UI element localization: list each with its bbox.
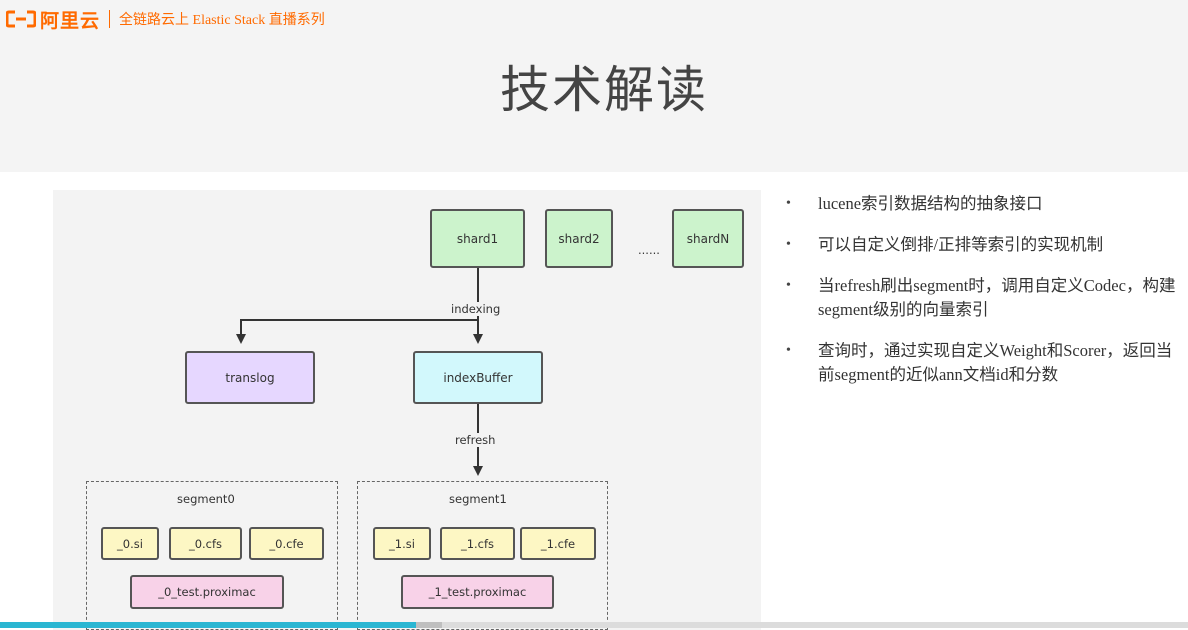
segment1-label: segment1 [449,492,507,506]
segment1-cfe-file: _1.cfe [520,527,596,560]
bullet-text: 查询时，通过实现自定义Weight和Scorer，返回当前segment的近似a… [818,341,1173,384]
bullet-text: 可以自定义倒排/正排等索引的实现机制 [818,235,1104,254]
playback-progress-bar[interactable] [0,622,1188,628]
segment0-cfe-file: _0.cfe [249,527,324,560]
bullet-dot-icon: • [786,343,791,358]
segment0-cfs-file: _0.cfs [169,527,242,560]
shard2-node: shard2 [545,209,613,268]
bullet-item: • 可以自定义倒排/正排等索引的实现机制 [785,233,1180,257]
translog-node: translog [185,351,315,404]
slide-title: 技术解读 [500,61,708,119]
refresh-edge-label: refresh [453,433,498,447]
shard1-node: shard1 [430,209,525,268]
bullet-dot-icon: • [786,278,791,293]
aliyun-logo-icon [6,10,36,28]
brand-subtitle: 全链路云上 Elastic Stack 直播系列 [119,13,325,28]
brand-name: 阿里云 [40,9,101,32]
bullet-text: lucene索引数据结构的抽象接口 [818,194,1043,213]
shardN-node: shardN [672,209,744,268]
playback-scrubber-handle[interactable] [415,622,442,628]
segment1-si-file: _1.si [373,527,431,560]
bullet-item: • lucene索引数据结构的抽象接口 [785,192,1180,216]
edge-shard-to-translog [236,268,479,344]
indexbuffer-node: indexBuffer [413,351,543,404]
architecture-diagram: shard1 shard2 ...... shardN indexing tra… [53,190,761,630]
brand-bar: 阿里云 全链路云上 Elastic Stack 直播系列 [6,6,325,32]
bullet-text: 当refresh刷出segment时，调用自定义Codec，构建segment级… [818,276,1176,319]
segment0-proximac-file: _0_test.proximac [130,575,284,609]
bullet-item: • 查询时，通过实现自定义Weight和Scorer，返回当前segment的近似… [785,339,1180,387]
segment0-label: segment0 [177,492,235,506]
bullet-dot-icon: • [786,237,791,252]
bullet-item: • 当refresh刷出segment时，调用自定义Codec，构建segment… [785,274,1180,322]
indexing-edge-label: indexing [449,302,503,316]
playback-progress-fill [0,622,416,628]
shard-ellipsis: ...... [638,243,660,257]
segment0-si-file: _0.si [101,527,159,560]
segment1-proximac-file: _1_test.proximac [401,575,554,609]
bullet-dot-icon: • [786,196,791,211]
segment1-cfs-file: _1.cfs [440,527,515,560]
header-band [0,0,1188,172]
brand-divider [109,10,111,28]
bullet-list: • lucene索引数据结构的抽象接口 • 可以自定义倒排/正排等索引的实现机制 •… [785,192,1180,404]
